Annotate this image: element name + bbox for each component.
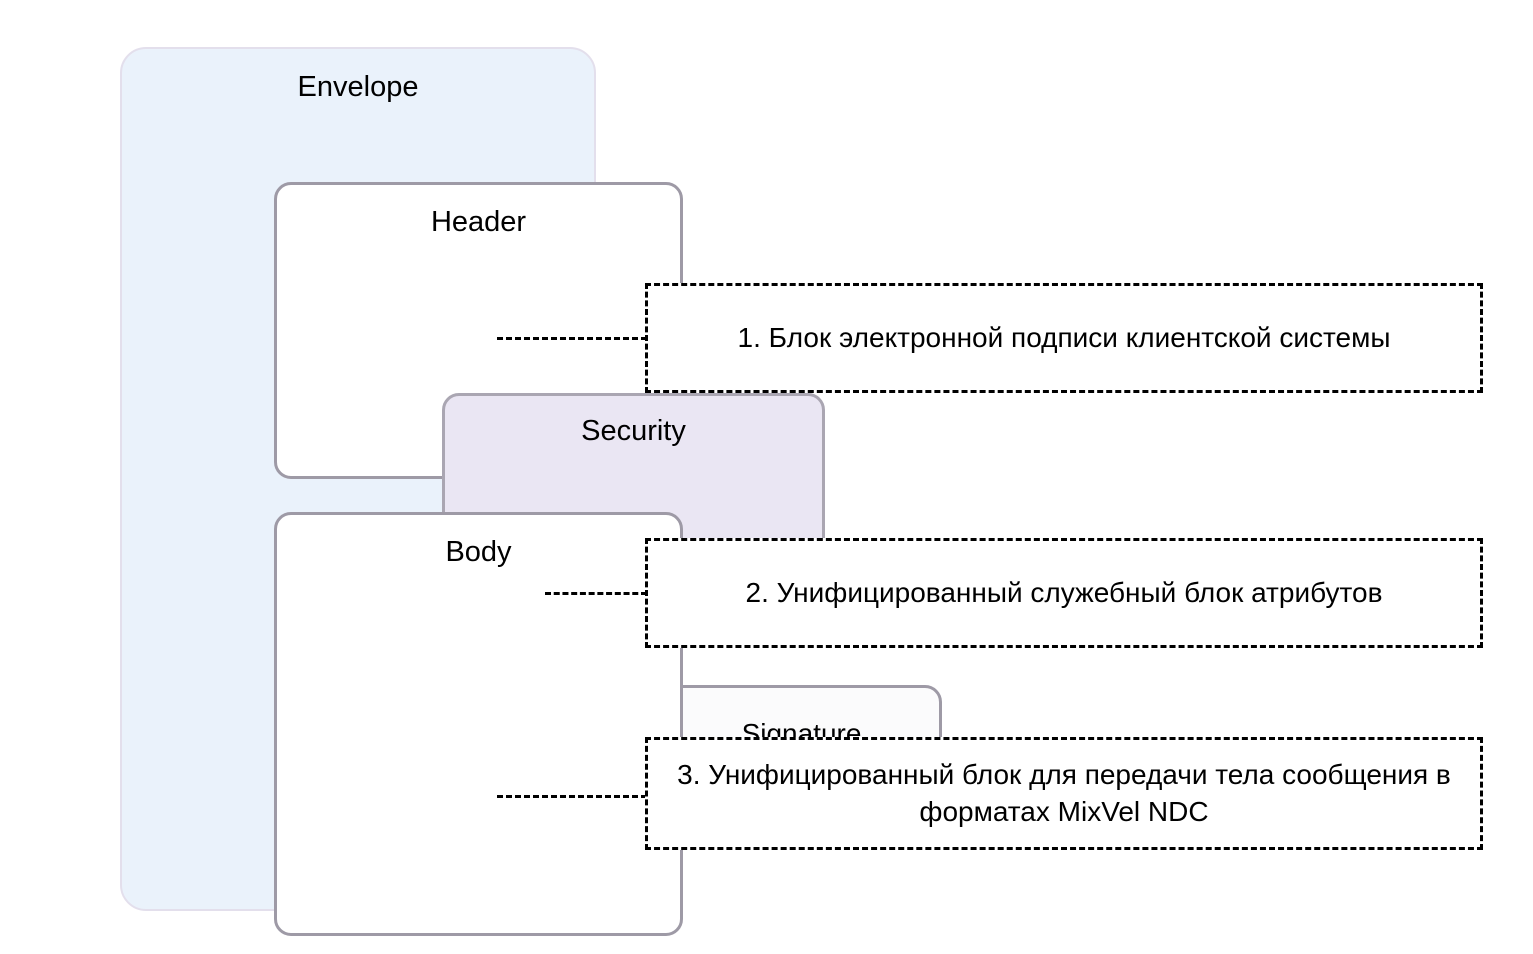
- connector-line-signature: [497, 337, 647, 340]
- security-label: Security: [581, 415, 686, 447]
- envelope-label: Envelope: [297, 71, 419, 103]
- envelope-box: Envelope Header Security Signature Body …: [120, 47, 942, 936]
- body-box: Body MessageInfo App Data MixVel NDC Mes…: [274, 512, 683, 936]
- annotation-box-2: 2. Унифицированный служебный блок атрибу…: [645, 538, 1483, 648]
- connector-line-mixvel-message: [497, 795, 647, 798]
- body-label: Body: [445, 536, 512, 568]
- header-label: Header: [430, 206, 527, 238]
- annotation-box-1: 1. Блок электронной подписи клиентской с…: [645, 283, 1483, 393]
- header-box: Header Security Signature: [274, 182, 942, 782]
- connector-line-messageinfo: [545, 592, 647, 595]
- annotation-box-3: 3. Унифицированный блок для передачи тел…: [645, 737, 1483, 850]
